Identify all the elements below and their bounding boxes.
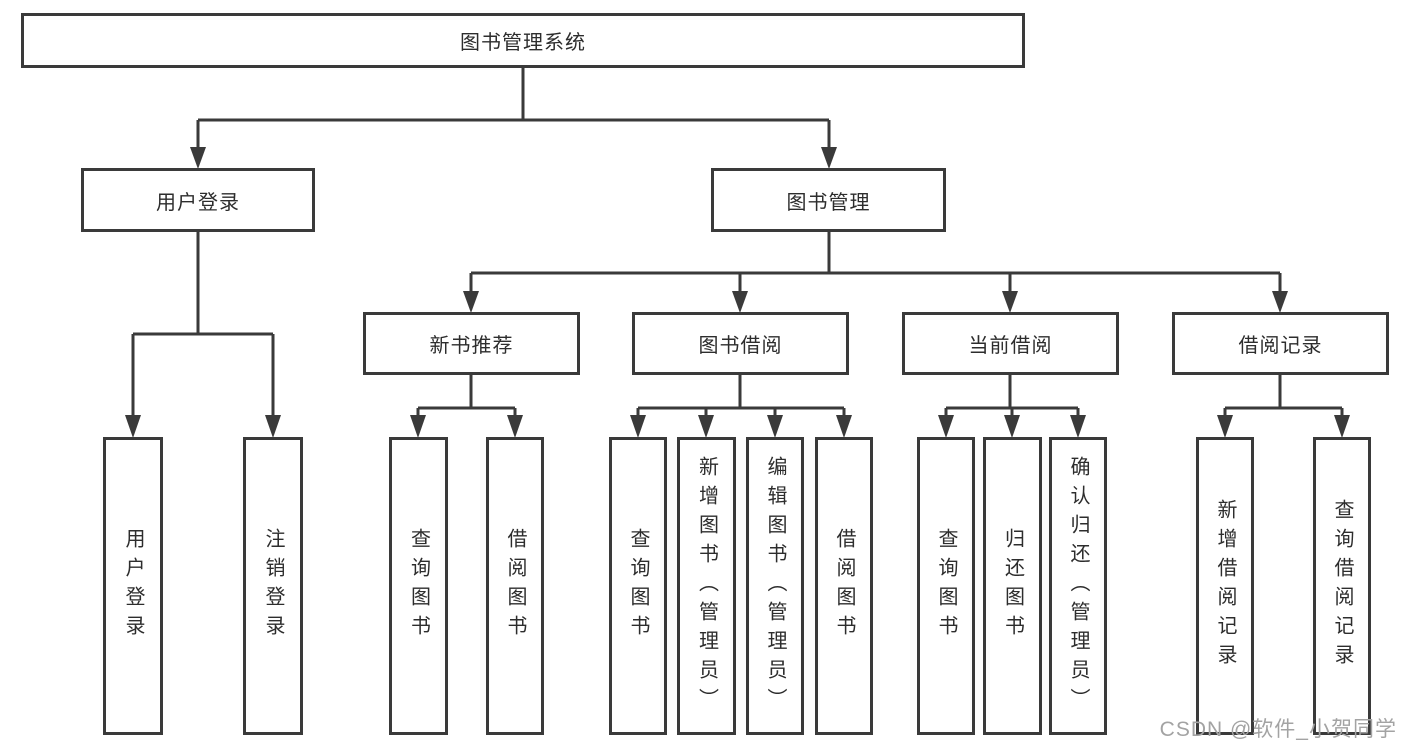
leaf-user-login: 用户登录	[103, 437, 163, 735]
node-current-borrowing: 当前借阅	[902, 312, 1119, 375]
leaf-borrow-query-label: 查询图书	[627, 528, 649, 644]
leaf-borrow-add-admin: 新增图书（管理员）	[677, 437, 736, 735]
leaf-newbooks-borrow: 借阅图书	[486, 437, 544, 735]
leaf-logout-label: 注销登录	[262, 528, 284, 644]
node-new-book-recommend-label: 新书推荐	[429, 335, 514, 357]
node-book-management: 图书管理	[711, 168, 946, 232]
leaf-current-return: 归还图书	[983, 437, 1042, 735]
leaf-newbooks-borrow-label: 借阅图书	[504, 528, 526, 644]
leaf-borrow-edit-admin-label: 编辑图书（管理员）	[764, 455, 786, 717]
node-new-book-recommend: 新书推荐	[363, 312, 580, 375]
leaf-borrow-edit-admin: 编辑图书（管理员）	[746, 437, 804, 735]
leaf-current-confirm-return-admin-label: 确认归还（管理员）	[1067, 455, 1089, 717]
node-book-management-label: 图书管理	[786, 191, 871, 214]
leaf-newbooks-query: 查询图书	[389, 437, 448, 735]
leaf-current-query-label: 查询图书	[935, 528, 957, 644]
node-user-login-label: 用户登录	[156, 191, 240, 214]
leaf-borrow-book-label: 借阅图书	[833, 528, 855, 644]
watermark: CSDN @软件_小贺同学	[1159, 718, 1397, 741]
node-current-borrowing-label: 当前借阅	[968, 335, 1053, 357]
node-borrowing-records-label: 借阅记录	[1238, 335, 1323, 357]
leaf-borrow-query: 查询图书	[609, 437, 667, 735]
leaf-records-query-label: 查询借阅记录	[1331, 499, 1353, 673]
leaf-records-add-label: 新增借阅记录	[1214, 499, 1236, 673]
leaf-current-query: 查询图书	[917, 437, 975, 735]
leaf-records-query: 查询借阅记录	[1313, 437, 1371, 735]
node-book-borrowing-label: 图书借阅	[698, 335, 783, 357]
node-borrowing-records: 借阅记录	[1172, 312, 1389, 375]
leaf-user-login-label: 用户登录	[122, 528, 144, 644]
leaf-records-add: 新增借阅记录	[1196, 437, 1254, 735]
node-book-borrowing: 图书借阅	[632, 312, 849, 375]
leaf-current-confirm-return-admin: 确认归还（管理员）	[1049, 437, 1107, 735]
node-user-login: 用户登录	[81, 168, 315, 232]
node-root: 图书管理系统	[21, 13, 1025, 68]
arrowheads	[125, 147, 1350, 438]
node-root-label: 图书管理系统	[460, 32, 586, 54]
leaf-borrow-add-admin-label: 新增图书（管理员）	[695, 455, 718, 717]
leaf-borrow-book: 借阅图书	[815, 437, 873, 735]
leaf-newbooks-query-label: 查询图书	[407, 528, 430, 644]
leaf-current-return-label: 归还图书	[1001, 528, 1024, 644]
leaf-logout: 注销登录	[243, 437, 303, 735]
